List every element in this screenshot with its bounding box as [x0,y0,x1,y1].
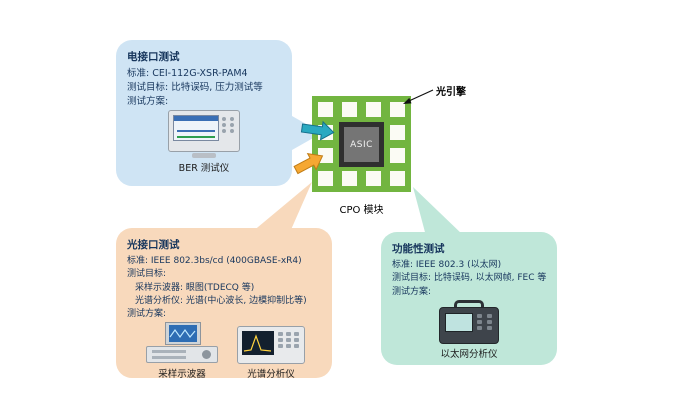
optical-engine-chip [318,102,333,117]
electrical-target: 测试目标: 比特误码, 压力测试等 [127,81,263,93]
spectrum-analyzer-image [237,326,305,365]
spectrum-trace-icon [243,334,272,352]
cpo-module: ASIC [312,96,411,192]
sampling-scope-label: 采样示波器 [158,369,206,381]
optical-test-box: 光接口测试 标准: IEEE 802.3bs/cd (400GBASE-xR4)… [116,228,332,380]
optical-standard: 标准: IEEE 802.3bs/cd (400GBASE-xR4) [127,256,302,266]
optical-engine-chip [390,148,405,163]
functional-test-title: 功能性测试 [392,243,445,255]
optical-engine-chip [318,148,333,163]
ber-tester-image [168,109,240,158]
ber-screen-header [174,115,218,121]
optical-engine-label: 光引擎 [436,87,466,98]
ber-tester-stand [192,152,216,158]
optical-engine-chip [390,102,405,117]
scope-knob [202,350,211,360]
ber-tester-screen [173,114,219,141]
ethernet-analyzer-label: 以太网分析仪 [440,348,498,360]
ethernet-analyzer-handle [454,299,484,309]
ethernet-analyzer-image [439,299,499,344]
asic-label: ASIC [344,127,379,162]
ethernet-analyzer-screen [445,312,473,332]
optical-engine-chip [318,171,333,186]
optical-engine-chip [342,102,357,117]
optical-callout-tail [252,182,312,232]
asic-chip: ASIC [339,122,384,167]
optical-target-detail-2: 光谱分析仪: 光谱(中心波长, 边模抑制比等) [135,295,307,306]
ethernet-analyzer-keys [477,313,495,330]
functional-target: 测试目标: 比特误码, 以太网帧, FEC 等 [392,273,547,284]
spectrum-analyzer-column: 光谱分析仪 [237,322,305,380]
optical-target: 测试目标: [127,269,167,280]
electrical-arrow-icon [300,120,335,141]
functional-callout-tail [413,187,464,236]
scope-monitor [165,322,201,346]
scope-waveform-icon [169,329,196,339]
ber-tester-label: BER 测试仪 [178,162,230,174]
sampling-scope-image [143,322,221,364]
optical-engine-chip [366,102,381,117]
optical-engine-chip [342,171,357,186]
optical-engine-chip [390,171,405,186]
engine-arrowhead-icon [403,97,412,104]
spectrum-analyzer-keys [278,332,300,349]
functional-standard: 标准: IEEE 802.3 (以太网) [392,260,502,270]
engine-pointer-line [409,89,434,102]
optical-plan: 测试方案: [127,309,167,319]
electrical-test-title: 电接口测试 [127,51,180,63]
ber-tester-body [168,109,240,152]
ethernet-analyzer-body [439,306,499,344]
sampling-scope-column: 采样示波器 [143,322,221,380]
functional-plan: 测试方案: [392,286,432,297]
ber-trace-green [177,130,215,138]
ber-trace-blue [177,124,215,132]
functional-test-box: 功能性测试 标准: IEEE 802.3 (以太网) 测试目标: 比特误码, 以… [381,232,557,365]
optical-arrow-icon [293,152,324,175]
scope-screen [169,325,197,343]
scope-chassis [146,346,218,364]
ber-tester-keys [222,116,236,133]
optical-instruments-row: 采样示波器 光谱分析仪 [127,322,321,380]
optical-test-title: 光接口测试 [127,239,180,251]
electrical-plan: 测试方案: [127,95,169,107]
optical-engine-chip [390,125,405,140]
spectrum-analyzer-screen [242,331,274,356]
optical-target-detail-1: 采样示波器: 眼图(TDECQ 等) [135,282,255,293]
cpo-module-label: CPO 模块 [339,205,384,216]
spectrum-analyzer-label: 光谱分析仪 [247,369,295,381]
electrical-standard: 标准: CEI-112G-XSR-PAM4 [127,68,248,79]
optical-engine-chip [366,171,381,186]
electrical-test-box: 电接口测试 标准: CEI-112G-XSR-PAM4 测试目标: 比特误码, … [116,40,292,186]
